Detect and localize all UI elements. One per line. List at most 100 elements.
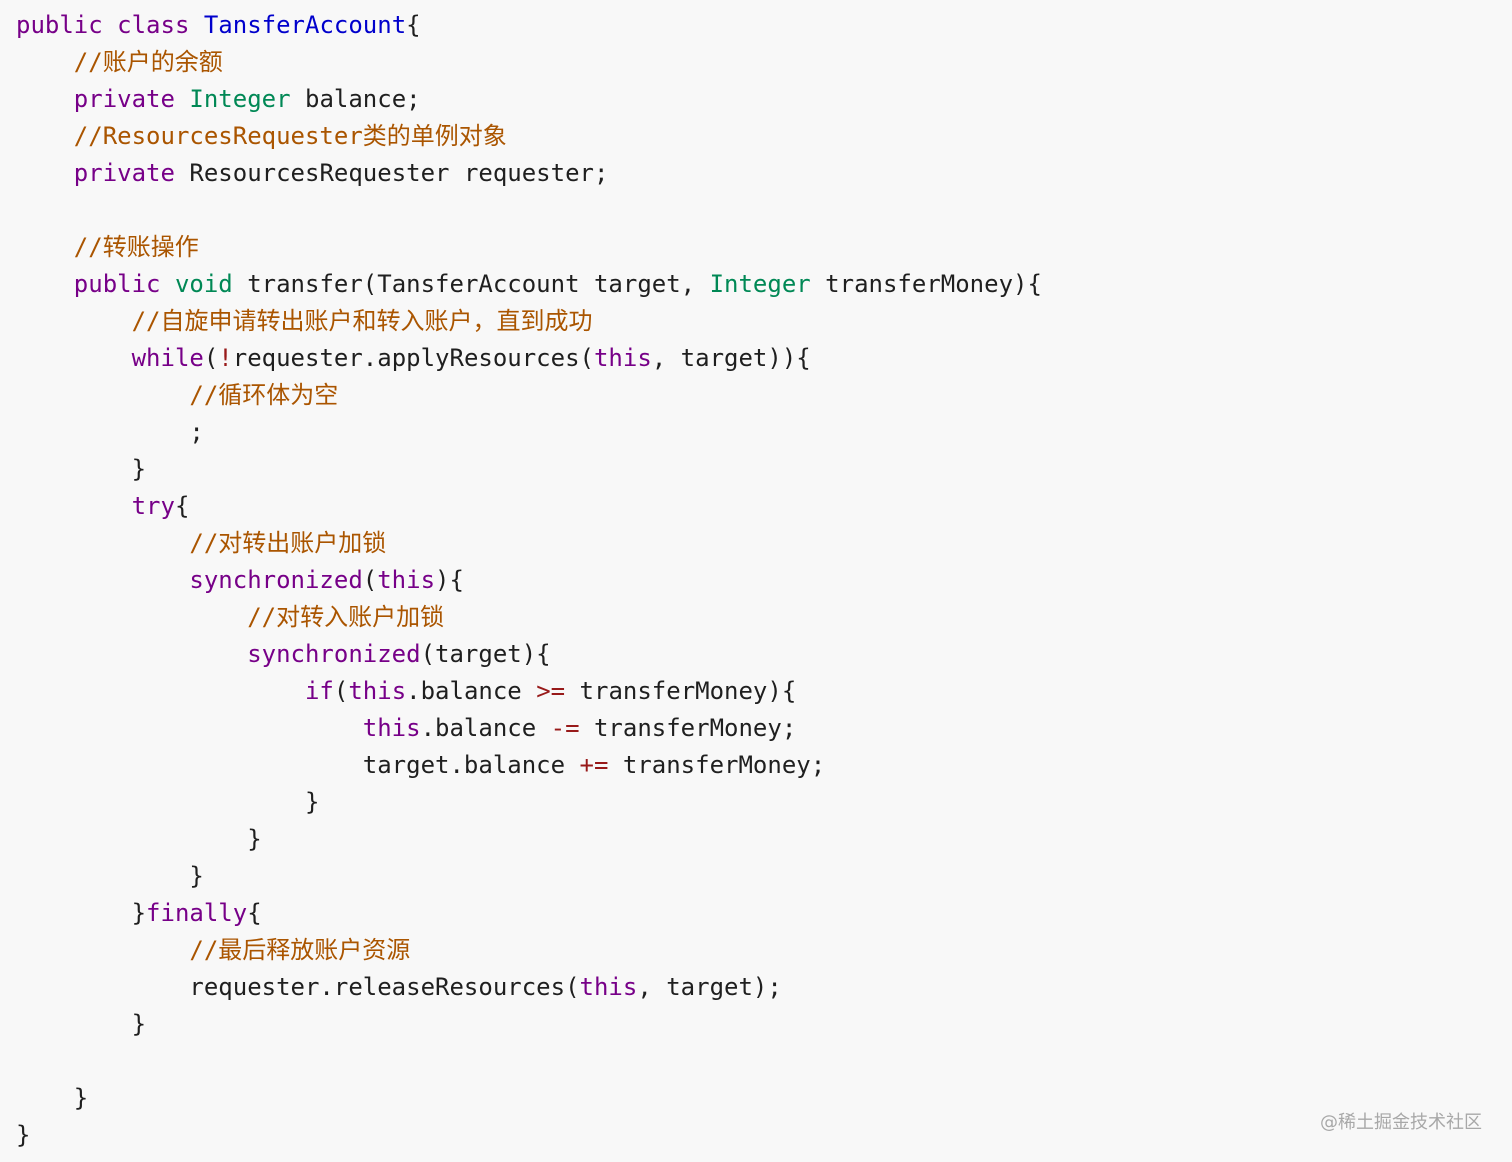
text-token: [16, 640, 247, 668]
text-token: target.balance: [16, 751, 580, 779]
text-token: [16, 529, 189, 557]
text-token: (: [203, 344, 219, 372]
type-token: Integer: [189, 85, 291, 113]
text-token: requester.applyResources(: [232, 344, 594, 372]
code-line: }: [16, 1006, 1042, 1043]
text-token: transferMoney){: [810, 270, 1042, 298]
text-token: transfer(TansferAccount target,: [232, 270, 710, 298]
text-token: [189, 11, 203, 39]
text-token: [103, 11, 117, 39]
code-line: public class TansferAccount{: [16, 7, 1042, 44]
type-token: void: [174, 270, 233, 298]
code-line: //ResourcesRequester类的单例对象: [16, 118, 1042, 155]
text-token: [16, 714, 363, 742]
code-line: }: [16, 451, 1042, 488]
code-line: ​: [16, 1043, 1042, 1080]
text-token: transferMoney;: [608, 751, 826, 779]
text-token: [175, 85, 189, 113]
keyword-token: this: [362, 714, 421, 742]
text-token: }: [16, 455, 147, 483]
text-token: .balance: [420, 714, 551, 742]
operator-token: !: [218, 344, 233, 372]
keyword-token: synchronized: [189, 566, 363, 594]
code-line: synchronized(target){: [16, 636, 1042, 673]
text-token: }: [16, 1084, 89, 1112]
keyword-token: class: [117, 11, 190, 39]
code-line: //对转入账户加锁: [16, 599, 1042, 636]
comment-token: //对转入账户加锁: [247, 603, 445, 631]
text-token: [16, 677, 305, 705]
text-token: [16, 603, 247, 631]
type-token: Integer: [709, 270, 811, 298]
text-token: (: [333, 677, 349, 705]
text-token: (: [362, 566, 378, 594]
code-line: }: [16, 1117, 1042, 1154]
comment-token: //ResourcesRequester类的单例对象: [73, 122, 507, 150]
text-token: }: [16, 862, 204, 890]
code-line: }: [16, 1080, 1042, 1117]
code-line: target.balance += transferMoney;: [16, 747, 1042, 784]
code-line: //循环体为空: [16, 377, 1042, 414]
text-token: [16, 159, 74, 187]
keyword-token: try: [131, 492, 175, 520]
text-token: [16, 307, 132, 335]
text-token: requester.releaseResources(: [16, 973, 580, 1001]
text-token: transferMoney;: [579, 714, 797, 742]
text-token: [16, 344, 132, 372]
text-token: [16, 85, 74, 113]
watermark: @稀土掘金技术社区: [1320, 1112, 1482, 1133]
keyword-token: private: [73, 159, 175, 187]
text-token: {: [247, 899, 262, 927]
text-token: {: [174, 492, 190, 520]
comment-token: //循环体为空: [189, 381, 339, 409]
text-token: }: [16, 1121, 31, 1149]
code-line: synchronized(this){: [16, 562, 1042, 599]
keyword-token: public: [73, 270, 161, 298]
keyword-token: public: [16, 11, 103, 39]
code-line: public void transfer(TansferAccount targ…: [16, 266, 1042, 303]
code-line: this.balance -= transferMoney;: [16, 710, 1042, 747]
keyword-token: private: [73, 85, 175, 113]
text-token: , target);: [637, 973, 782, 1001]
text-token: , target)){: [651, 344, 811, 372]
code-line: ​: [16, 192, 1042, 229]
comment-token: //最后释放账户资源: [189, 936, 411, 964]
code-line: //自旋申请转出账户和转入账户，直到成功: [16, 303, 1042, 340]
keyword-token: if: [304, 677, 334, 705]
keyword-token: this: [377, 566, 436, 594]
keyword-token: finally: [146, 899, 248, 927]
code-line: try{: [16, 488, 1042, 525]
code-line: }: [16, 784, 1042, 821]
keyword-token: synchronized: [247, 640, 421, 668]
code-line: }: [16, 858, 1042, 895]
text-token: }: [16, 1010, 147, 1038]
text-token: .balance: [406, 677, 537, 705]
keyword-token: while: [131, 344, 204, 372]
definition-token: TansferAccount: [203, 11, 407, 39]
text-token: }: [16, 788, 320, 816]
text-token: [16, 233, 74, 261]
text-token: ){: [435, 566, 464, 594]
code-line: //账户的余额: [16, 44, 1042, 81]
comment-token: //转账操作: [73, 233, 199, 261]
text-token: {: [406, 11, 421, 39]
text-token: (target){: [420, 640, 551, 668]
operator-token: -=: [550, 714, 580, 742]
operator-token: >=: [536, 677, 566, 705]
code-line: while(!requester.applyResources(this, ta…: [16, 340, 1042, 377]
code-line: }finally{: [16, 895, 1042, 932]
code-line: //最后释放账户资源: [16, 932, 1042, 969]
text-token: ;: [16, 418, 204, 446]
keyword-token: this: [579, 973, 638, 1001]
code-line: private Integer balance;: [16, 81, 1042, 118]
operator-token: +=: [579, 751, 609, 779]
comment-token: //对转出账户加锁: [189, 529, 387, 557]
text-token: [16, 566, 189, 594]
text-token: ResourcesRequester requester;: [174, 159, 609, 187]
text-token: [16, 122, 74, 150]
code-line: private ResourcesRequester requester;: [16, 155, 1042, 192]
code-line: //转账操作: [16, 229, 1042, 266]
keyword-token: this: [348, 677, 407, 705]
text-token: [161, 270, 175, 298]
